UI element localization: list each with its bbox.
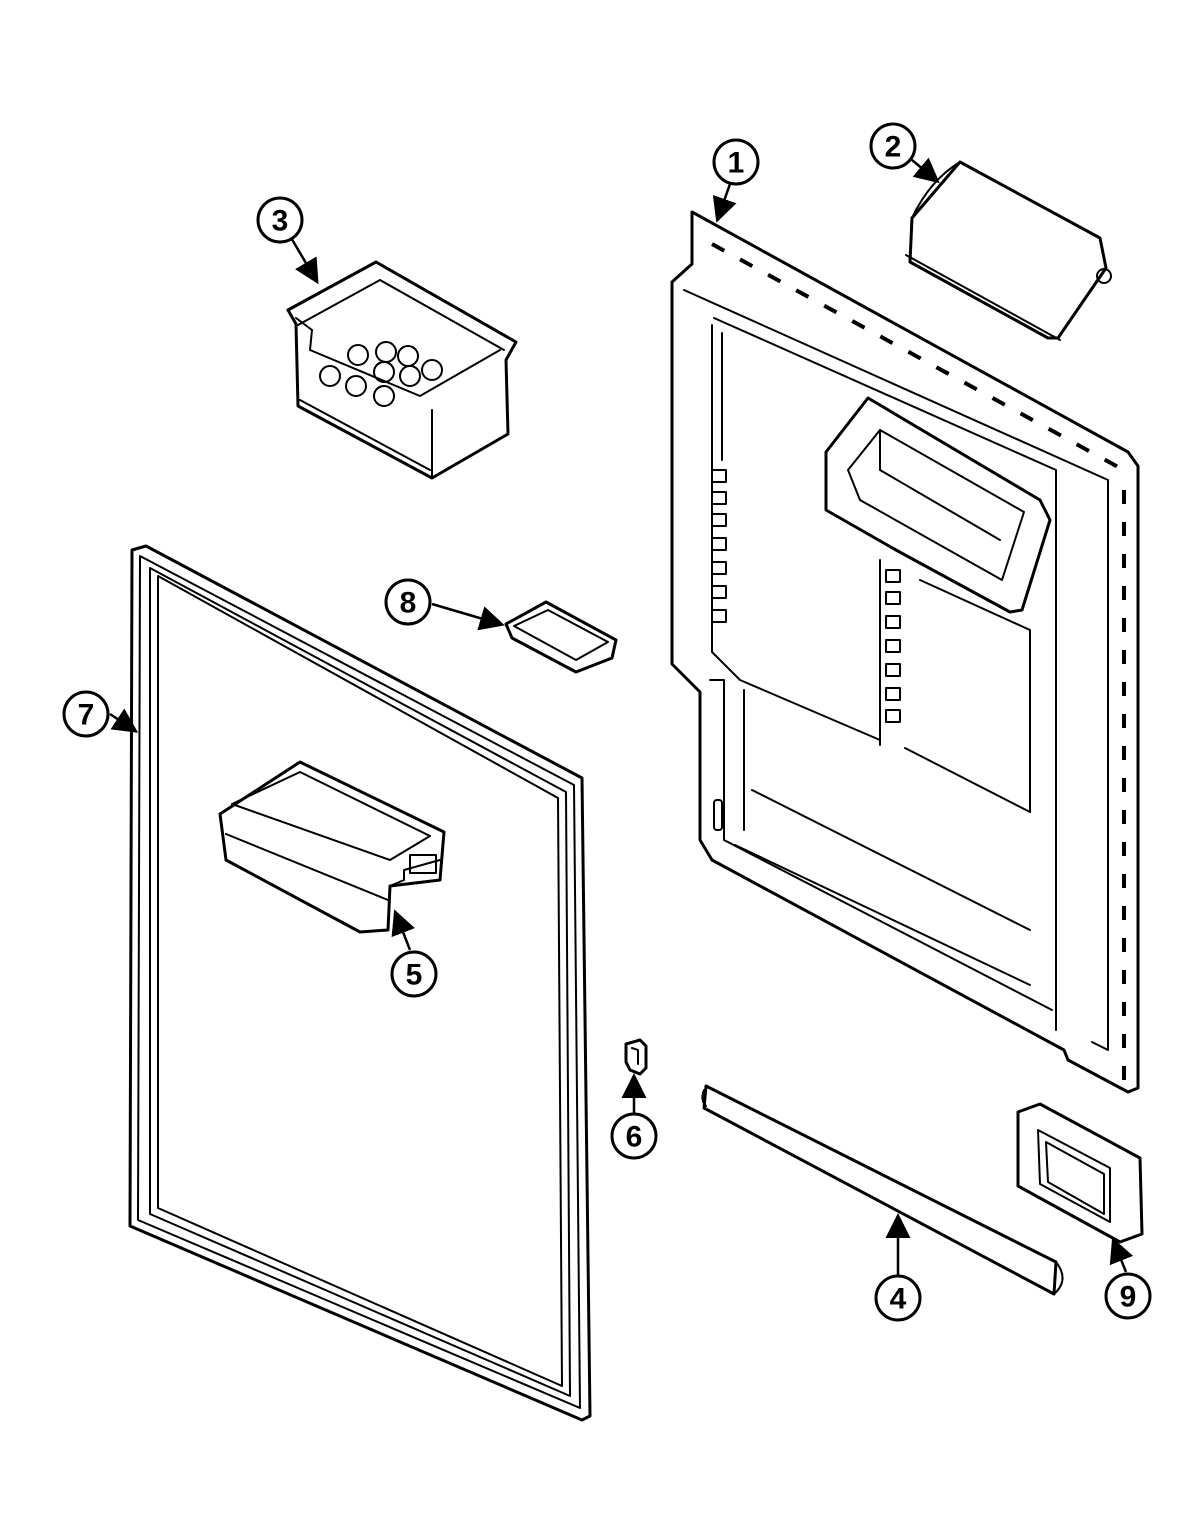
leader-9 — [1109, 1237, 1134, 1273]
clip-part — [624, 1038, 648, 1076]
door-bin-part — [218, 760, 446, 934]
leader-2 — [911, 157, 940, 184]
callout-2: 2 — [869, 122, 917, 170]
leader-3 — [288, 235, 319, 285]
callout-9-label: 9 — [1120, 1281, 1137, 1314]
handle-cap-part — [1016, 1102, 1144, 1244]
callout-2-label: 2 — [885, 131, 902, 164]
callout-8: 8 — [384, 578, 432, 626]
leader-7 — [109, 708, 139, 733]
callout-8-label: 8 — [400, 587, 417, 620]
callout-7-label: 7 — [78, 699, 95, 732]
callout-9: 9 — [1104, 1272, 1152, 1320]
dairy-door-part — [905, 160, 1112, 341]
callout-6-label: 6 — [626, 1121, 643, 1154]
callout-5-label: 5 — [406, 959, 423, 992]
leader-8 — [431, 602, 505, 631]
small-tray-part — [504, 600, 618, 674]
callout-3-label: 3 — [272, 205, 289, 238]
callout-4-label: 4 — [890, 1283, 907, 1316]
door-liner-part — [670, 210, 1140, 1094]
callout-4: 4 — [874, 1274, 922, 1322]
basket-part — [286, 260, 518, 480]
door-gasket-part — [128, 544, 592, 1422]
trim-strip-part — [701, 1084, 1064, 1296]
callout-6: 6 — [610, 1112, 658, 1160]
leader-1 — [712, 183, 737, 223]
callout-1: 1 — [712, 138, 760, 186]
callout-3: 3 — [256, 196, 304, 244]
callout-5: 5 — [390, 950, 438, 998]
callout-1-label: 1 — [728, 147, 745, 180]
callout-7: 7 — [62, 690, 110, 738]
leader-5 — [391, 909, 415, 951]
